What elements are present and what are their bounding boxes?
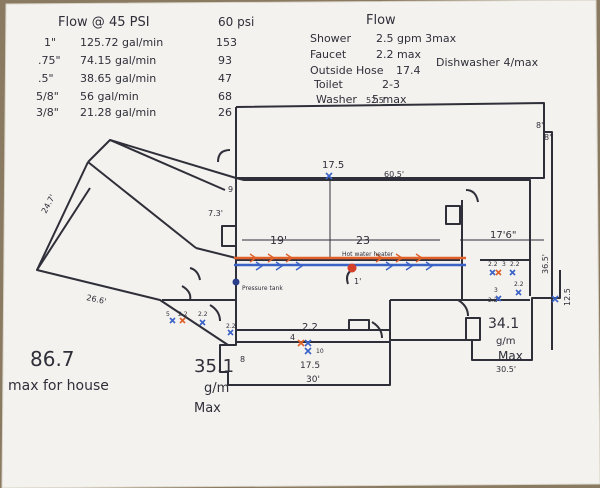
flow-row-60: 93 — [218, 54, 232, 67]
dim-top-wall: 52.5' — [366, 96, 386, 105]
dishwasher-flow: Dishwasher 4/max — [436, 56, 539, 69]
garage-10-label: 10 — [316, 348, 324, 355]
flow-row-60: 26 — [218, 106, 232, 119]
fixture-value: 17.4 — [396, 64, 421, 77]
flow-table: Flow @ 45 PSI 60 psi 1" 125.72 gal/min 1… — [36, 15, 254, 119]
dim-left-9: 9 — [228, 185, 233, 194]
flow-row-60: 68 — [218, 90, 232, 103]
dim-left-bottom: 26.6' — [86, 293, 107, 306]
flow-row-size: .5" — [38, 72, 54, 85]
dim-right-side: 36.5' — [541, 254, 550, 274]
flow-table-heading: Flow @ 45 PSI — [58, 15, 150, 30]
flow-row-45: 21.28 gal/min — [80, 106, 156, 119]
flow-row-size: 3/8" — [36, 106, 59, 119]
bath1-label: 2.2 — [488, 261, 498, 268]
dim-bump-small: 7.3' — [208, 209, 223, 218]
zone-left-value: 35.1 — [194, 356, 234, 377]
bath6-label: 2.2 — [488, 297, 498, 304]
fixture-x-markers — [169, 172, 559, 355]
bath2-label: 3 — [502, 261, 506, 268]
hot-water-heater-label: Hot water heater — [342, 251, 394, 258]
fixture-flow-list: Flow Shower 2.5 gpm 3max Faucet 2.2 max … — [310, 13, 539, 106]
dim-span-right: 17'6" — [490, 230, 516, 241]
fixture-name: Outside Hose — [310, 64, 384, 77]
flow-row-size: .75" — [38, 54, 61, 67]
flow-row-45: 38.65 gal/min — [80, 72, 156, 85]
left-5-label: 5 — [166, 311, 170, 318]
left-22b-label: 2.2 — [198, 311, 208, 318]
dim-main-width: 60.5' — [384, 170, 404, 179]
house-walls — [36, 102, 561, 386]
garage-4-label: 4 — [290, 333, 295, 342]
pressure-tank-marker — [232, 278, 240, 286]
dim-right-room: 30.5' — [496, 365, 516, 374]
dim-garage-bottom: 30' — [306, 375, 320, 385]
flow-row-45: 74.15 gal/min — [80, 54, 156, 67]
dim-right-short: 12.5 — [563, 288, 572, 306]
flow-row-60: 47 — [218, 72, 232, 85]
zone-left-unit: g/m — [204, 381, 229, 396]
dim-span-mid: 23 — [356, 234, 370, 247]
fixture-name: Toilet — [313, 78, 343, 91]
dim-one-ft: 1' — [354, 277, 361, 286]
dim-garage-depth: 17.5 — [300, 361, 320, 371]
left-22a-label: 2.2 — [178, 311, 188, 318]
flow-row-60: 153 — [216, 36, 237, 49]
house-max-label: max for house — [8, 378, 109, 394]
fixture-name: Faucet — [310, 48, 347, 61]
fixture-value: 2.5 gpm 3max — [376, 32, 457, 45]
fixture-value: 2-3 — [382, 78, 400, 91]
dim-garage-8: 8 — [240, 355, 245, 364]
fixture-labels: 17.5 Hot water heater Pressure tank 2.2 … — [166, 160, 524, 355]
flow-totals: 86.7 max for house 35.1 g/m Max 34.1 g/m… — [8, 316, 523, 416]
pressure-tank-label: Pressure tank — [242, 285, 283, 292]
fixture-value: 2.2 max — [376, 48, 421, 61]
zone-left-label: Max — [194, 401, 221, 416]
garage-val-label: 2.2 — [302, 322, 318, 333]
measure-lines — [242, 178, 544, 260]
top-valve-label: 17.5 — [322, 160, 344, 171]
zone-right-label: Max — [498, 349, 523, 363]
water-heater-marker — [347, 263, 357, 273]
dim-span-left: 19' — [270, 234, 287, 247]
flow-row-45: 125.72 gal/min — [80, 36, 163, 49]
left-22c-label: 2.2 — [226, 323, 236, 330]
house-max-value: 86.7 — [30, 347, 75, 371]
zone-right-value: 34.1 — [488, 316, 519, 332]
flow-table-heading-60: 60 psi — [218, 15, 254, 29]
flow-row-45: 56 gal/min — [80, 90, 139, 103]
bath3-label: 2.2 — [510, 261, 520, 268]
dim-upper-right-b: 8' — [544, 133, 551, 142]
dim-upper-right-a: 8' — [536, 121, 543, 130]
fixture-flow-heading: Flow — [366, 13, 396, 28]
fixture-name: Shower — [310, 32, 351, 45]
bath5-label: 2.2 — [514, 281, 524, 288]
flow-row-size: 1" — [44, 36, 56, 49]
zone-right-unit: g/m — [496, 336, 515, 347]
fixture-value: 5 max — [372, 93, 407, 106]
fixture-name: Washer — [316, 93, 357, 106]
bath4-label: 3 — [494, 287, 498, 294]
flow-row-size: 5/8" — [36, 90, 59, 103]
fixture-x-markers-hot — [179, 269, 502, 347]
